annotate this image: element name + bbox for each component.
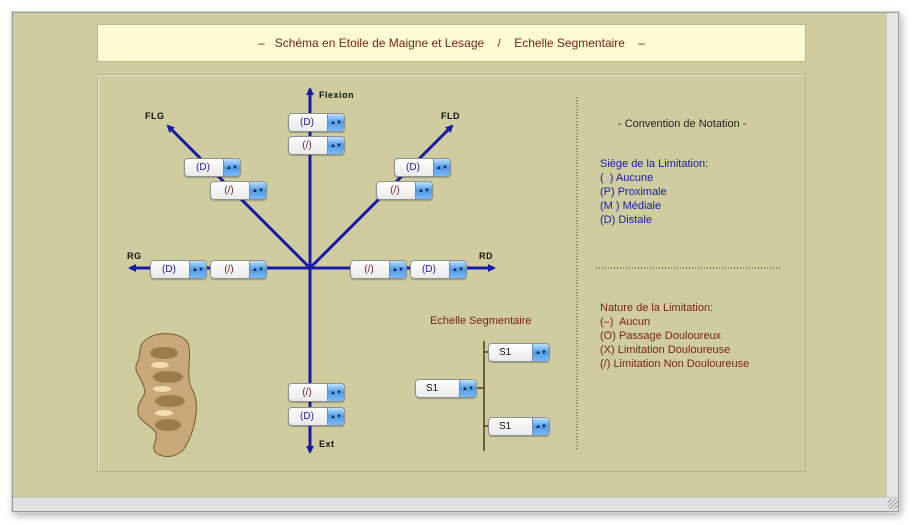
rg-siege-popup[interactable]: (D) ▲▼ xyxy=(150,260,207,279)
main-panel: Flexion Ext RG RD FLG FLD (D) ▲▼ (/) ▲▼ … xyxy=(97,74,806,472)
flg-siege-value: (D) xyxy=(196,162,210,173)
axis-label-flexion: Flexion xyxy=(319,90,355,100)
up-down-arrows-icon: ▲▼ xyxy=(327,408,344,425)
title-separator: / xyxy=(497,36,501,50)
convention-title: - Convention de Notation - xyxy=(618,118,747,130)
fld-siege-popup[interactable]: (D) ▲▼ xyxy=(394,158,451,177)
status-bar xyxy=(13,497,898,511)
segment-left-value: S1 xyxy=(426,383,439,394)
title-secondary: Echelle Segmentaire xyxy=(514,36,625,50)
ext-nature-popup[interactable]: (/) ▲▼ xyxy=(288,383,345,402)
up-down-arrows-icon: ▲▼ xyxy=(249,182,266,199)
nature-title: Nature de la Limitation: xyxy=(600,302,714,314)
segment-lower-popup[interactable]: S1 ▲▼ xyxy=(488,417,550,436)
rd-siege-value: (D) xyxy=(422,264,436,275)
rd-siege-popup[interactable]: (D) ▲▼ xyxy=(410,260,467,279)
up-down-arrows-icon: ▲▼ xyxy=(327,384,344,401)
rd-nature-popup[interactable]: (/) ▲▼ xyxy=(350,260,407,279)
title-banner: – Schéma en Etoile de Maigne et Lesage /… xyxy=(97,24,806,62)
flexion-siege-value: (D) xyxy=(300,117,314,128)
flg-siege-popup[interactable]: (D) ▲▼ xyxy=(184,158,241,177)
segmental-scale-title: Echelle Segmentaire xyxy=(430,315,532,327)
up-down-arrows-icon: ▲▼ xyxy=(532,344,549,361)
siege-item: (M ) Médiale xyxy=(600,200,662,212)
rg-nature-value: (/) xyxy=(224,264,234,275)
up-down-arrows-icon: ▲▼ xyxy=(449,261,466,278)
fld-nature-value: (/) xyxy=(390,185,400,196)
up-down-arrows-icon: ▲▼ xyxy=(415,182,432,199)
ext-siege-value: (D) xyxy=(300,411,314,422)
up-down-arrows-icon: ▲▼ xyxy=(532,418,549,435)
ext-nature-value: (/) xyxy=(302,387,312,398)
ext-siege-popup[interactable]: (D) ▲▼ xyxy=(288,407,345,426)
up-down-arrows-icon: ▲▼ xyxy=(459,380,476,397)
up-down-arrows-icon: ▲▼ xyxy=(223,159,240,176)
segment-upper-popup[interactable]: S1 ▲▼ xyxy=(488,343,550,362)
flg-nature-popup[interactable]: (/) ▲▼ xyxy=(210,181,267,200)
siege-item: (D) Distale xyxy=(600,214,652,226)
flexion-nature-popup[interactable]: (/) ▲▼ xyxy=(288,136,345,155)
scrollbar-track[interactable] xyxy=(886,13,898,501)
title-prefix: – xyxy=(258,36,265,50)
axis-label-fld: FLD xyxy=(441,111,460,121)
siege-item: ( ) Aucune xyxy=(600,172,654,184)
app-window: – Schéma en Etoile de Maigne et Lesage /… xyxy=(12,12,899,512)
title-main: Schéma en Etoile de Maigne et Lesage xyxy=(274,36,485,50)
up-down-arrows-icon: ▲▼ xyxy=(189,261,206,278)
nature-item: (/) Limitation Non Douloureuse xyxy=(600,358,750,370)
nature-item: (–) Aucun xyxy=(600,316,651,328)
fld-nature-popup[interactable]: (/) ▲▼ xyxy=(376,181,433,200)
spine-icon xyxy=(135,333,197,457)
siege-title: Siège de la Limitation: xyxy=(600,158,709,170)
rd-nature-value: (/) xyxy=(364,264,374,275)
up-down-arrows-icon: ▲▼ xyxy=(433,159,450,176)
nature-item: (X) Limitation Douloureuse xyxy=(600,344,731,356)
segment-left-popup[interactable]: S1 ▲▼ xyxy=(415,379,477,398)
axis-label-flg: FLG xyxy=(145,111,165,121)
star-diagram xyxy=(128,87,781,457)
flg-nature-value: (/) xyxy=(224,185,234,196)
up-down-arrows-icon: ▲▼ xyxy=(249,261,266,278)
resize-grip-icon[interactable] xyxy=(888,499,898,509)
axis-label-rd: RD xyxy=(479,251,493,261)
up-down-arrows-icon: ▲▼ xyxy=(327,137,344,154)
nature-item: (O) Passage Douloureux xyxy=(600,330,722,342)
segment-upper-value: S1 xyxy=(499,347,512,358)
up-down-arrows-icon: ▲▼ xyxy=(389,261,406,278)
axis-label-ext: Ext xyxy=(319,439,335,449)
flexion-nature-value: (/) xyxy=(302,140,312,151)
rg-siege-value: (D) xyxy=(162,264,176,275)
rg-nature-popup[interactable]: (/) ▲▼ xyxy=(210,260,267,279)
siege-item: (P) Proximale xyxy=(600,186,667,198)
flexion-siege-popup[interactable]: (D) ▲▼ xyxy=(288,113,345,132)
axis-label-rg: RG xyxy=(127,251,142,261)
up-down-arrows-icon: ▲▼ xyxy=(327,114,344,131)
fld-siege-value: (D) xyxy=(406,162,420,173)
title-suffix: – xyxy=(638,36,645,50)
segment-lower-value: S1 xyxy=(499,421,512,432)
